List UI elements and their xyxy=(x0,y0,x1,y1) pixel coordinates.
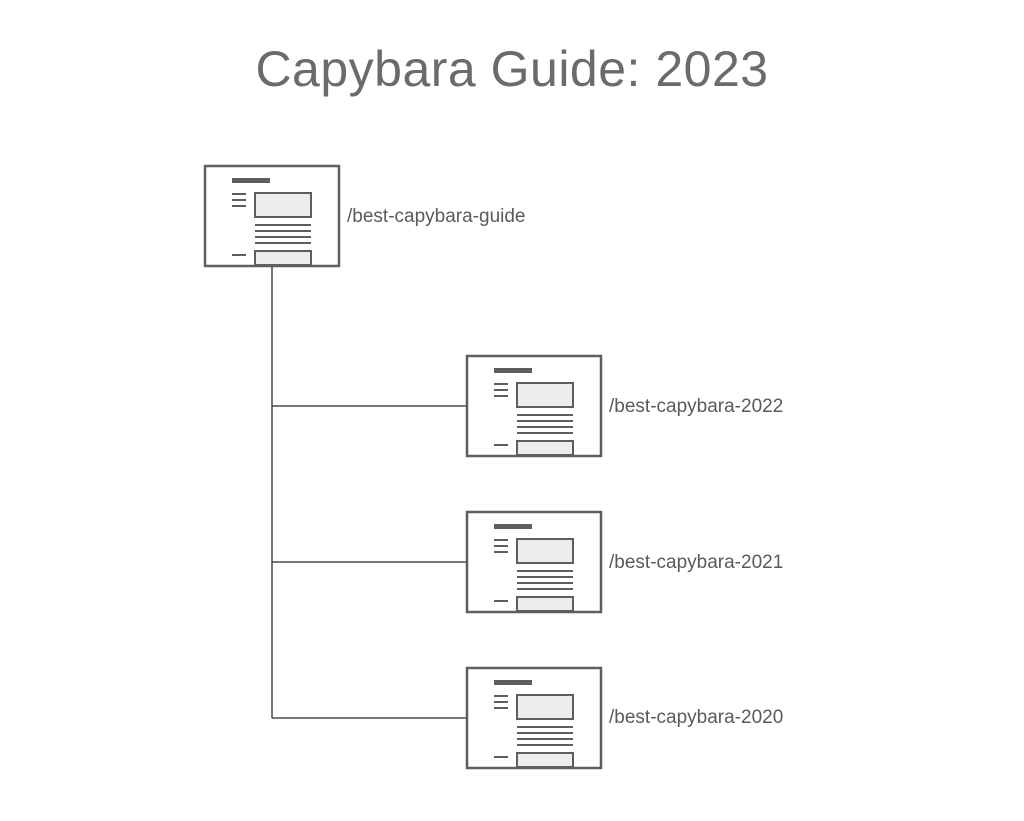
child-page-icon-2020 xyxy=(465,666,603,770)
root-page-icon xyxy=(203,164,341,268)
child-page-icon-2022 xyxy=(465,354,603,458)
child-page-label-2022: /best-capybara-2022 xyxy=(609,396,784,417)
diagram-title: Capybara Guide: 2023 xyxy=(255,41,769,97)
child-page-label-2020: /best-capybara-2020 xyxy=(609,707,784,728)
child-page-label-2021: /best-capybara-2021 xyxy=(609,552,784,573)
root-page-label: /best-capybara-guide xyxy=(347,206,526,227)
child-page-icon-2021 xyxy=(465,510,603,614)
